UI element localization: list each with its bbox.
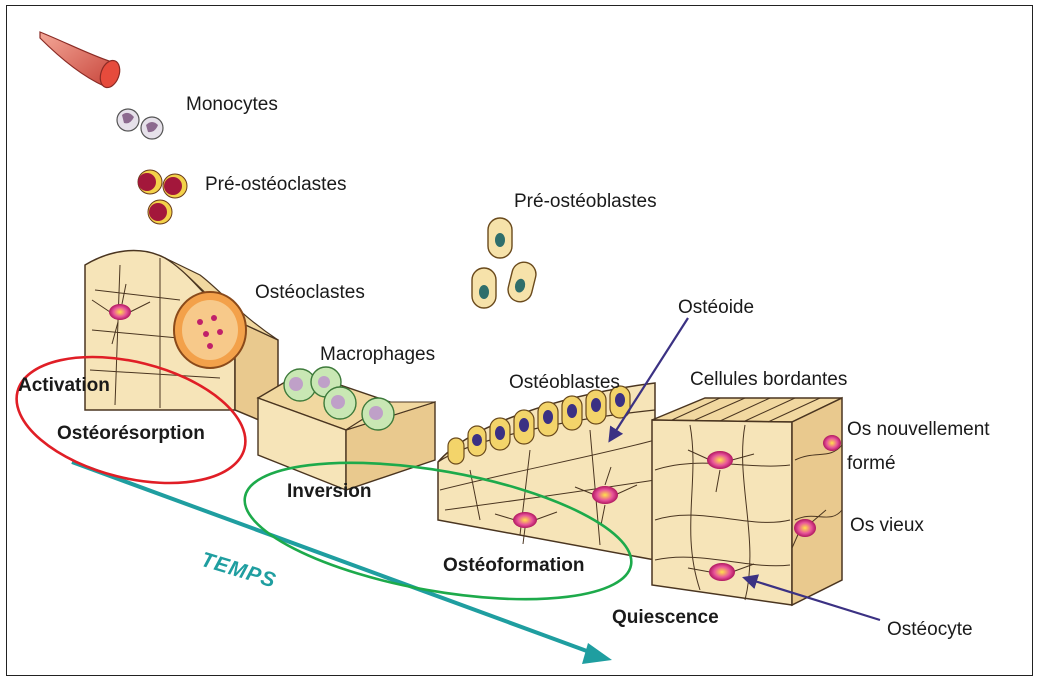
label-monocytes: Monocytes [186, 95, 278, 115]
osteoclast-cell [174, 292, 246, 368]
monocyte-cells [117, 109, 163, 139]
phase-inversion: Inversion [287, 482, 371, 502]
label-forme: formé [847, 454, 896, 474]
label-osteocyte: Ostéocyte [887, 620, 973, 640]
phase-quiescence: Quiescence [612, 608, 719, 628]
label-cellules-bordantes: Cellules bordantes [690, 370, 847, 390]
label-osteoblastes: Ostéoblastes [509, 373, 620, 393]
bone-block-osteoformation [438, 383, 655, 560]
label-osteoide: Ostéoide [678, 298, 754, 318]
pre-osteoblast-cells [472, 218, 538, 308]
label-os-vieux: Os vieux [850, 516, 924, 536]
osteocyte-cell [823, 435, 841, 451]
pre-osteoclast-cells [138, 170, 187, 224]
phase-osteoresorption: Ostéorésorption [57, 424, 205, 444]
bone-block-activation [85, 251, 278, 428]
phase-activation: Activation [18, 376, 110, 396]
label-pre-osteoblastes: Pré-ostéoblastes [514, 192, 657, 212]
phase-osteoformation: Ostéoformation [443, 556, 584, 576]
blood-vessel [40, 32, 123, 90]
bone-block-quiescence [652, 398, 842, 605]
label-macrophages: Macrophages [320, 345, 435, 365]
label-osteoclastes: Ostéoclastes [255, 283, 365, 303]
label-os-nouvellement: Os nouvellement [847, 420, 990, 440]
label-pre-osteoclastes: Pré-ostéoclastes [205, 175, 347, 195]
bone-block-inversion [258, 367, 435, 490]
